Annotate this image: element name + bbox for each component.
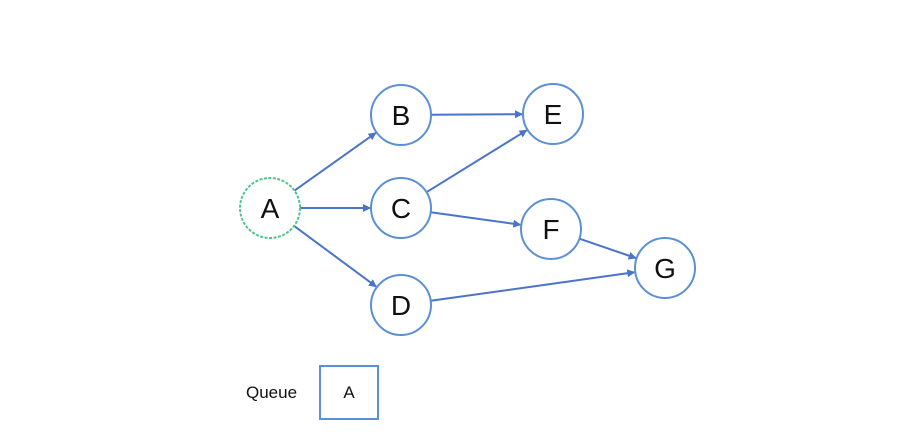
node-c: C [370, 177, 432, 239]
node-circle [370, 177, 432, 239]
queue-item: A [343, 382, 355, 402]
node-d: D [370, 274, 432, 336]
node-a: A [239, 177, 301, 239]
node-g: G [634, 237, 696, 299]
edge-c-f [430, 211, 522, 228]
node-label: G [654, 253, 676, 284]
node-circle [239, 177, 301, 239]
node-label: E [544, 99, 563, 130]
node-f: F [520, 198, 582, 260]
node-label: B [392, 100, 411, 131]
node-label: D [391, 290, 411, 321]
node-label: C [391, 193, 411, 224]
edge-c-e [425, 129, 528, 194]
edge-b-e [430, 110, 523, 119]
edge-d-g [430, 269, 636, 302]
edge-f-g [579, 237, 637, 260]
nodes-layer: A B C D E F G [239, 83, 696, 336]
node-circle [370, 84, 432, 146]
node-e: E [522, 83, 584, 145]
node-circle [522, 83, 584, 145]
node-circle [634, 237, 696, 299]
queue-label: Queue [246, 383, 298, 402]
node-circle [520, 198, 582, 260]
edge-a-b [293, 132, 377, 192]
node-label: F [542, 214, 559, 245]
node-circle [370, 274, 432, 336]
edge-a-d [293, 225, 377, 288]
node-label: A [261, 193, 280, 224]
edges-layer [293, 110, 637, 302]
queue-box: A [319, 365, 379, 420]
node-b: B [370, 84, 432, 146]
